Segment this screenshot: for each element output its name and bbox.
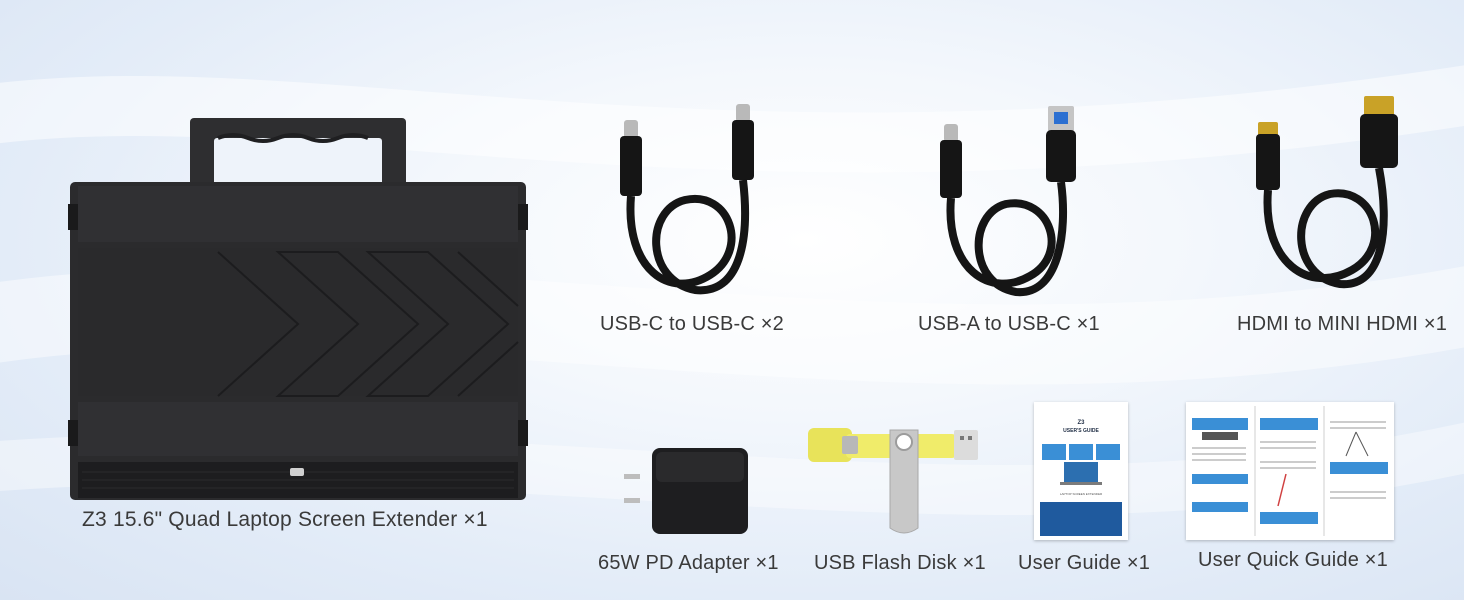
usba-to-usbc-cable	[930, 104, 1080, 304]
flash-disk-icon	[808, 428, 978, 534]
power-adapter	[620, 446, 750, 536]
user-guide-label: User Guide ×1	[1018, 552, 1151, 574]
usbc-to-usbc-cable	[600, 100, 770, 305]
adapter-label: 65W PD Adapter ×1	[598, 552, 779, 574]
laptop-screen-extender	[68, 116, 528, 502]
hdmi-cable-label: HDMI to MINI HDMI ×1	[1237, 313, 1448, 335]
extender-illustration	[68, 118, 528, 500]
user-guide-cover-footer: LAPTOP SCREEN EXTENDER	[1059, 492, 1103, 496]
usba-cable-icon	[940, 106, 1076, 297]
hdmi-cable-icon	[1256, 96, 1398, 289]
user-guide-cover-subtitle: USER'S GUIDE	[1063, 428, 1099, 434]
hdmi-to-mini-hdmi-cable	[1250, 94, 1410, 302]
usb-flash-disk	[806, 420, 982, 540]
usbc-cable-icon	[620, 104, 754, 295]
flash-disk-label: USB Flash Disk ×1	[814, 552, 986, 574]
usba-cable-label: USB-A to USB-C ×1	[918, 313, 1100, 335]
quick-guide-label: User Quick Guide ×1	[1198, 549, 1388, 571]
guide-monitors-illustration	[1042, 444, 1120, 485]
user-guide-blue-panel	[1040, 502, 1122, 536]
user-quick-guide-sheet	[1186, 402, 1394, 540]
user-guide-cover-title: Z3	[1077, 420, 1085, 426]
adapter-icon	[624, 448, 748, 534]
user-guide-booklet: Z3 USER'S GUIDE LAPTOP SCREEN EXTENDER	[1034, 402, 1128, 540]
quick-guide-illustration	[1192, 406, 1388, 536]
usbc-cable-label: USB-C to USB-C ×2	[600, 313, 785, 335]
extender-label: Z3 15.6" Quad Laptop Screen Extender ×1	[82, 508, 488, 531]
